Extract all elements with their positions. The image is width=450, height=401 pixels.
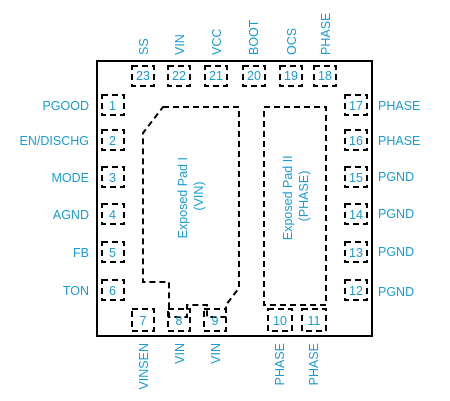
exposed-pad-1-name: Exposed Pad I xyxy=(176,157,190,238)
pin-3-name: MODE xyxy=(52,171,90,185)
pin-20-name: BOOT xyxy=(247,19,261,55)
pin-23-name: SS xyxy=(137,38,151,55)
pin-6-name: TON xyxy=(63,284,89,298)
exposed-pad-1-outline xyxy=(142,106,240,318)
pin-2-number: 2 xyxy=(109,134,116,148)
pin-19-number: 19 xyxy=(284,69,298,83)
pin-13-number: 13 xyxy=(349,246,363,260)
pin-7-number: 7 xyxy=(140,314,147,328)
pin-22-number: 22 xyxy=(172,69,186,83)
pin-17-number: 17 xyxy=(349,99,363,113)
pin-9-number: 9 xyxy=(212,314,219,328)
pin-15-name: PGND xyxy=(378,170,414,184)
pin-9-name: VIN xyxy=(209,343,223,364)
pin-23-number: 23 xyxy=(136,69,150,83)
pin-10-number: 10 xyxy=(273,314,287,328)
pin-6: 6 TON xyxy=(63,279,125,301)
pin-12: 12 PGND xyxy=(344,279,414,301)
pin-15-number: 15 xyxy=(349,171,363,185)
pin-22: 22 VIN xyxy=(167,34,191,87)
pin-2: 2 EN/DISCHG xyxy=(20,129,125,151)
pin-11-number: 11 xyxy=(308,314,321,328)
pin-20-number: 20 xyxy=(247,69,261,83)
pin-16-number: 16 xyxy=(349,134,363,148)
pin-19-name: OCS xyxy=(285,28,299,55)
pin-16-name: PHASE xyxy=(378,134,420,148)
pin-4-name: AGND xyxy=(53,208,89,222)
pin-23: 23 SS xyxy=(131,38,155,87)
pin-1: 1 PGOOD xyxy=(42,94,125,116)
exposed-pad-1-net: (VIN) xyxy=(192,181,206,210)
pin-17: 17 PHASE xyxy=(344,94,420,116)
pin-1-name: PGOOD xyxy=(42,99,89,113)
pin-18-number: 18 xyxy=(318,69,332,83)
pin-21-name: VCC xyxy=(210,29,224,55)
pin-20: 20 BOOT xyxy=(242,19,266,87)
pin-17-name: PHASE xyxy=(378,99,420,113)
pin-5: 5 FB xyxy=(73,241,125,263)
pin-15: 15 PGND xyxy=(344,166,414,188)
pin-4: 4 AGND xyxy=(53,203,125,225)
pin-21-number: 21 xyxy=(209,69,223,83)
pin-13: 13 PGND xyxy=(344,241,414,263)
pin-1-number: 1 xyxy=(109,99,116,113)
pin-10: 10 PHASE xyxy=(267,308,293,385)
pin-6-number: 6 xyxy=(109,284,116,298)
pin-12-name: PGND xyxy=(378,285,414,299)
pin-14-number: 14 xyxy=(349,208,363,222)
pin-14: 14 PGND xyxy=(344,203,414,225)
pin-5-name: FB xyxy=(73,246,89,260)
exposed-pad-1-label: Exposed Pad I (VIN) xyxy=(176,154,206,239)
pin-21: 21 VCC xyxy=(204,29,228,87)
exposed-pad-2-outline xyxy=(263,106,327,306)
ic-body-outline xyxy=(96,60,373,337)
pin-12-number: 12 xyxy=(349,284,363,298)
pin-9: 9 VIN xyxy=(203,308,227,364)
pin-8: 8 VIN xyxy=(167,308,191,364)
pin-16: 16 PHASE xyxy=(344,129,420,151)
pin-10-name: PHASE xyxy=(273,343,287,385)
pin-8-name: VIN xyxy=(173,343,187,364)
exposed-pad-2-label: Exposed Pad II (PHASE) xyxy=(281,152,311,240)
pin-22-name: VIN xyxy=(173,34,187,55)
pin-19: 19 OCS xyxy=(279,28,303,87)
pin-18-name: PHASE xyxy=(319,13,333,55)
pin-3-number: 3 xyxy=(109,171,116,185)
pin-11-name: PHASE xyxy=(307,343,321,385)
pin-7: 7 VINSEN xyxy=(131,308,155,390)
exposed-pad-2-net: (PHASE) xyxy=(297,171,311,222)
pin-2-name: EN/DISCHG xyxy=(20,134,89,148)
pin-7-name: VINSEN xyxy=(137,343,151,390)
pin-18: 18 PHASE xyxy=(313,13,337,87)
pin-8-number: 8 xyxy=(176,314,183,328)
pin-4-number: 4 xyxy=(109,208,116,222)
exposed-pad-2-name: Exposed Pad II xyxy=(281,155,295,240)
pin-14-name: PGND xyxy=(378,207,414,221)
pin-11: 11 PHASE xyxy=(301,308,327,385)
pin-13-name: PGND xyxy=(378,245,414,259)
pin-3: 3 MODE xyxy=(52,166,125,188)
pin-5-number: 5 xyxy=(109,246,116,260)
